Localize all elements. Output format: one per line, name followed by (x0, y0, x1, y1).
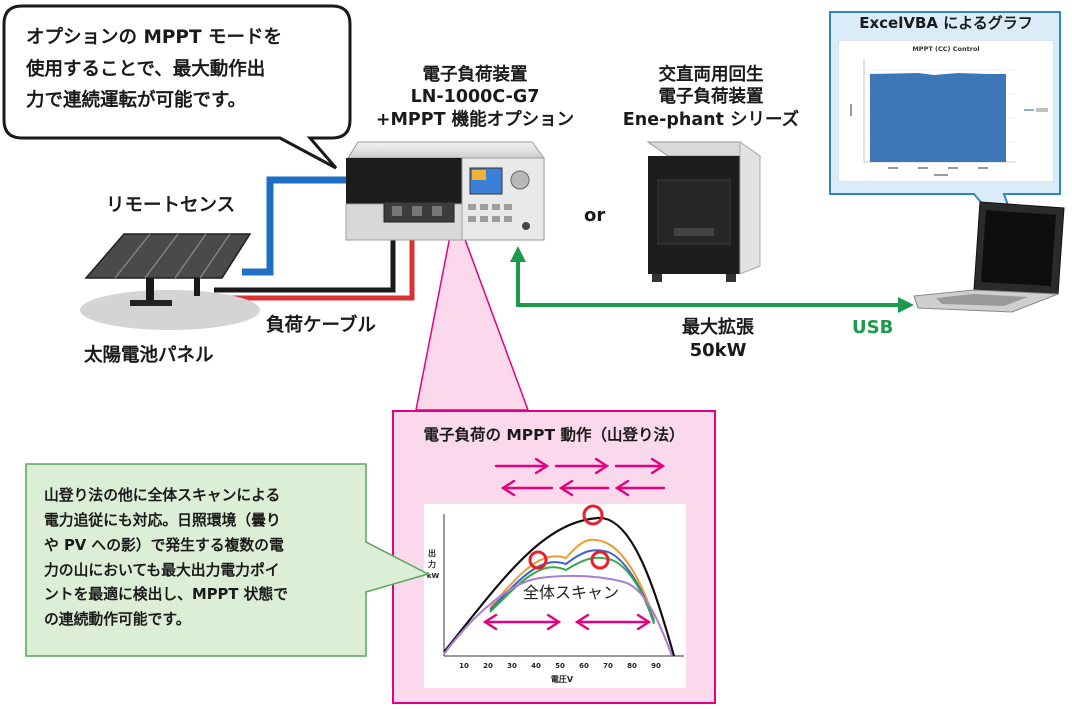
pv-graph-xtick: 10 (459, 662, 469, 670)
mppt-panel-graphics: 全体スキャン 出 力 kW 10 20 30 40 50 60 70 80 90… (424, 457, 686, 688)
power-peak-marker-icon (528, 550, 548, 570)
load-cable-negative (214, 222, 396, 293)
excel-panel-title: ExcelVBA によるグラフ (859, 14, 1033, 32)
remote-sense-label: リモートセンス (106, 195, 236, 216)
hill-climb-right-arrow-icon (614, 457, 666, 475)
mppt-panel-title: 電子負荷の MPPT 動作（山登り法） (423, 426, 685, 444)
solar-panel-image (80, 233, 260, 330)
main-callout-line1: オプションの MPPT モードを (26, 27, 283, 48)
main-callout-text: オプションの MPPT モードを 使用することで、最大動作出 力で連続運転が可能… (26, 26, 282, 113)
green-note-line4: 力の山においても最大出力電力ポイ (44, 561, 280, 579)
pv-graph-xtick: 60 (579, 662, 589, 670)
pv-graph-ylabel-1: 出 (428, 548, 436, 558)
hill-climb-left-arrow-icon (500, 479, 554, 497)
power-peak-marker-icon (590, 550, 610, 570)
scan-double-arrow-icon (574, 613, 652, 631)
pv-graph-xlabel: 電圧V (551, 674, 574, 684)
pv-graph-ylabel-2: 力 (428, 559, 436, 569)
pv-curve-shade-orange (489, 538, 655, 621)
usb-label: USB (852, 317, 894, 338)
hill-climb-right-arrow-icon (494, 457, 550, 475)
excel-graph-area (870, 73, 1006, 162)
hill-climb-left-arrow-icon (558, 479, 610, 497)
pv-curve-shade-purple (443, 574, 673, 657)
usb-arrow-right-icon (898, 297, 914, 313)
pv-curve-full (443, 516, 676, 657)
pv-graph-xtick: 40 (531, 662, 541, 670)
usb-arrow-up-icon (510, 246, 526, 262)
regen-device-line3: Ene-phant シリーズ (622, 109, 800, 130)
main-callout-line3: 力で連続運転が可能です。 (26, 90, 247, 112)
pv-graph-xtick: 90 (651, 662, 661, 670)
green-note-line3: や PV への影）で発生する複数の電 (44, 536, 284, 554)
green-note-line1: 山登り法の他に全体スキャンによる (44, 487, 281, 504)
load-device-line1: 電子負荷装置 (422, 65, 528, 85)
pv-graph-xtick: 30 (507, 662, 517, 670)
excel-graph-title: MPPT (CC) Control (912, 45, 979, 53)
device-knob-icon (510, 170, 530, 190)
laptop-image (913, 201, 1065, 313)
green-note-line6: の連続動作可能です。 (44, 611, 191, 629)
pv-graph-xtick: 80 (627, 662, 637, 670)
full-scan-label: 全体スキャン (523, 583, 619, 602)
or-label: or (584, 205, 606, 226)
regen-device-label: 交直両用回生 電子負荷装置 Ene-phant シリーズ (598, 64, 824, 131)
pv-graph-xtick: 20 (483, 662, 493, 670)
remote-sense-wire (242, 176, 348, 276)
load-device-label: 電子負荷装置 LN-1000C-G7 +MPPT 機能オプション (345, 64, 605, 131)
max-extension-line1: 最大拡張 (682, 317, 754, 338)
load-cable-label: 負荷ケーブル (266, 315, 376, 336)
usb-connection-line (516, 262, 900, 307)
green-note-frame (25, 463, 431, 657)
hill-climb-right-arrow-icon (554, 457, 610, 475)
green-note-text: 山登り法の他に全体スキャンによる 電力追従にも対応。日照環境（曇り や PV へ… (44, 484, 288, 633)
main-callout-line2: 使用することで、最大動作出 (26, 58, 266, 80)
excel-graph: MPPT (CC) Control (838, 40, 1054, 182)
scan-double-arrow-icon (482, 613, 562, 631)
main-callout-bubble (2, 4, 352, 170)
max-extension-label: 最大拡張 50kW (668, 316, 768, 362)
power-peak-marker-icon (582, 504, 604, 526)
solar-panel-label: 太陽電池パネル (84, 345, 214, 366)
pv-curve-shade-blue (489, 549, 655, 623)
regen-device-line1: 交直両用回生 (658, 65, 764, 85)
green-note-line5: ントを最適に検出し、MPPT 状態で (44, 586, 289, 604)
load-cable-positive (214, 222, 415, 301)
pv-graph-ylabel-unit: kW (427, 572, 440, 580)
hill-climb-left-arrow-icon (614, 479, 666, 497)
load-device-line2: LN-1000C-G7 (410, 87, 540, 108)
pv-graph-xtick: 70 (603, 662, 613, 670)
max-extension-line2: 50kW (689, 340, 747, 362)
regen-logo-icon (674, 228, 714, 236)
regen-device-line2: 電子負荷装置 (658, 87, 764, 108)
green-note-line2: 電力追従にも対応。日照環境（曇り (44, 511, 281, 529)
load-device-image (345, 141, 545, 241)
pv-graph-xtick: 50 (555, 662, 565, 670)
regen-device-image (646, 141, 762, 282)
load-device-line3: +MPPT 機能オプション (375, 109, 575, 130)
mppt-callout-pointer (415, 225, 530, 411)
